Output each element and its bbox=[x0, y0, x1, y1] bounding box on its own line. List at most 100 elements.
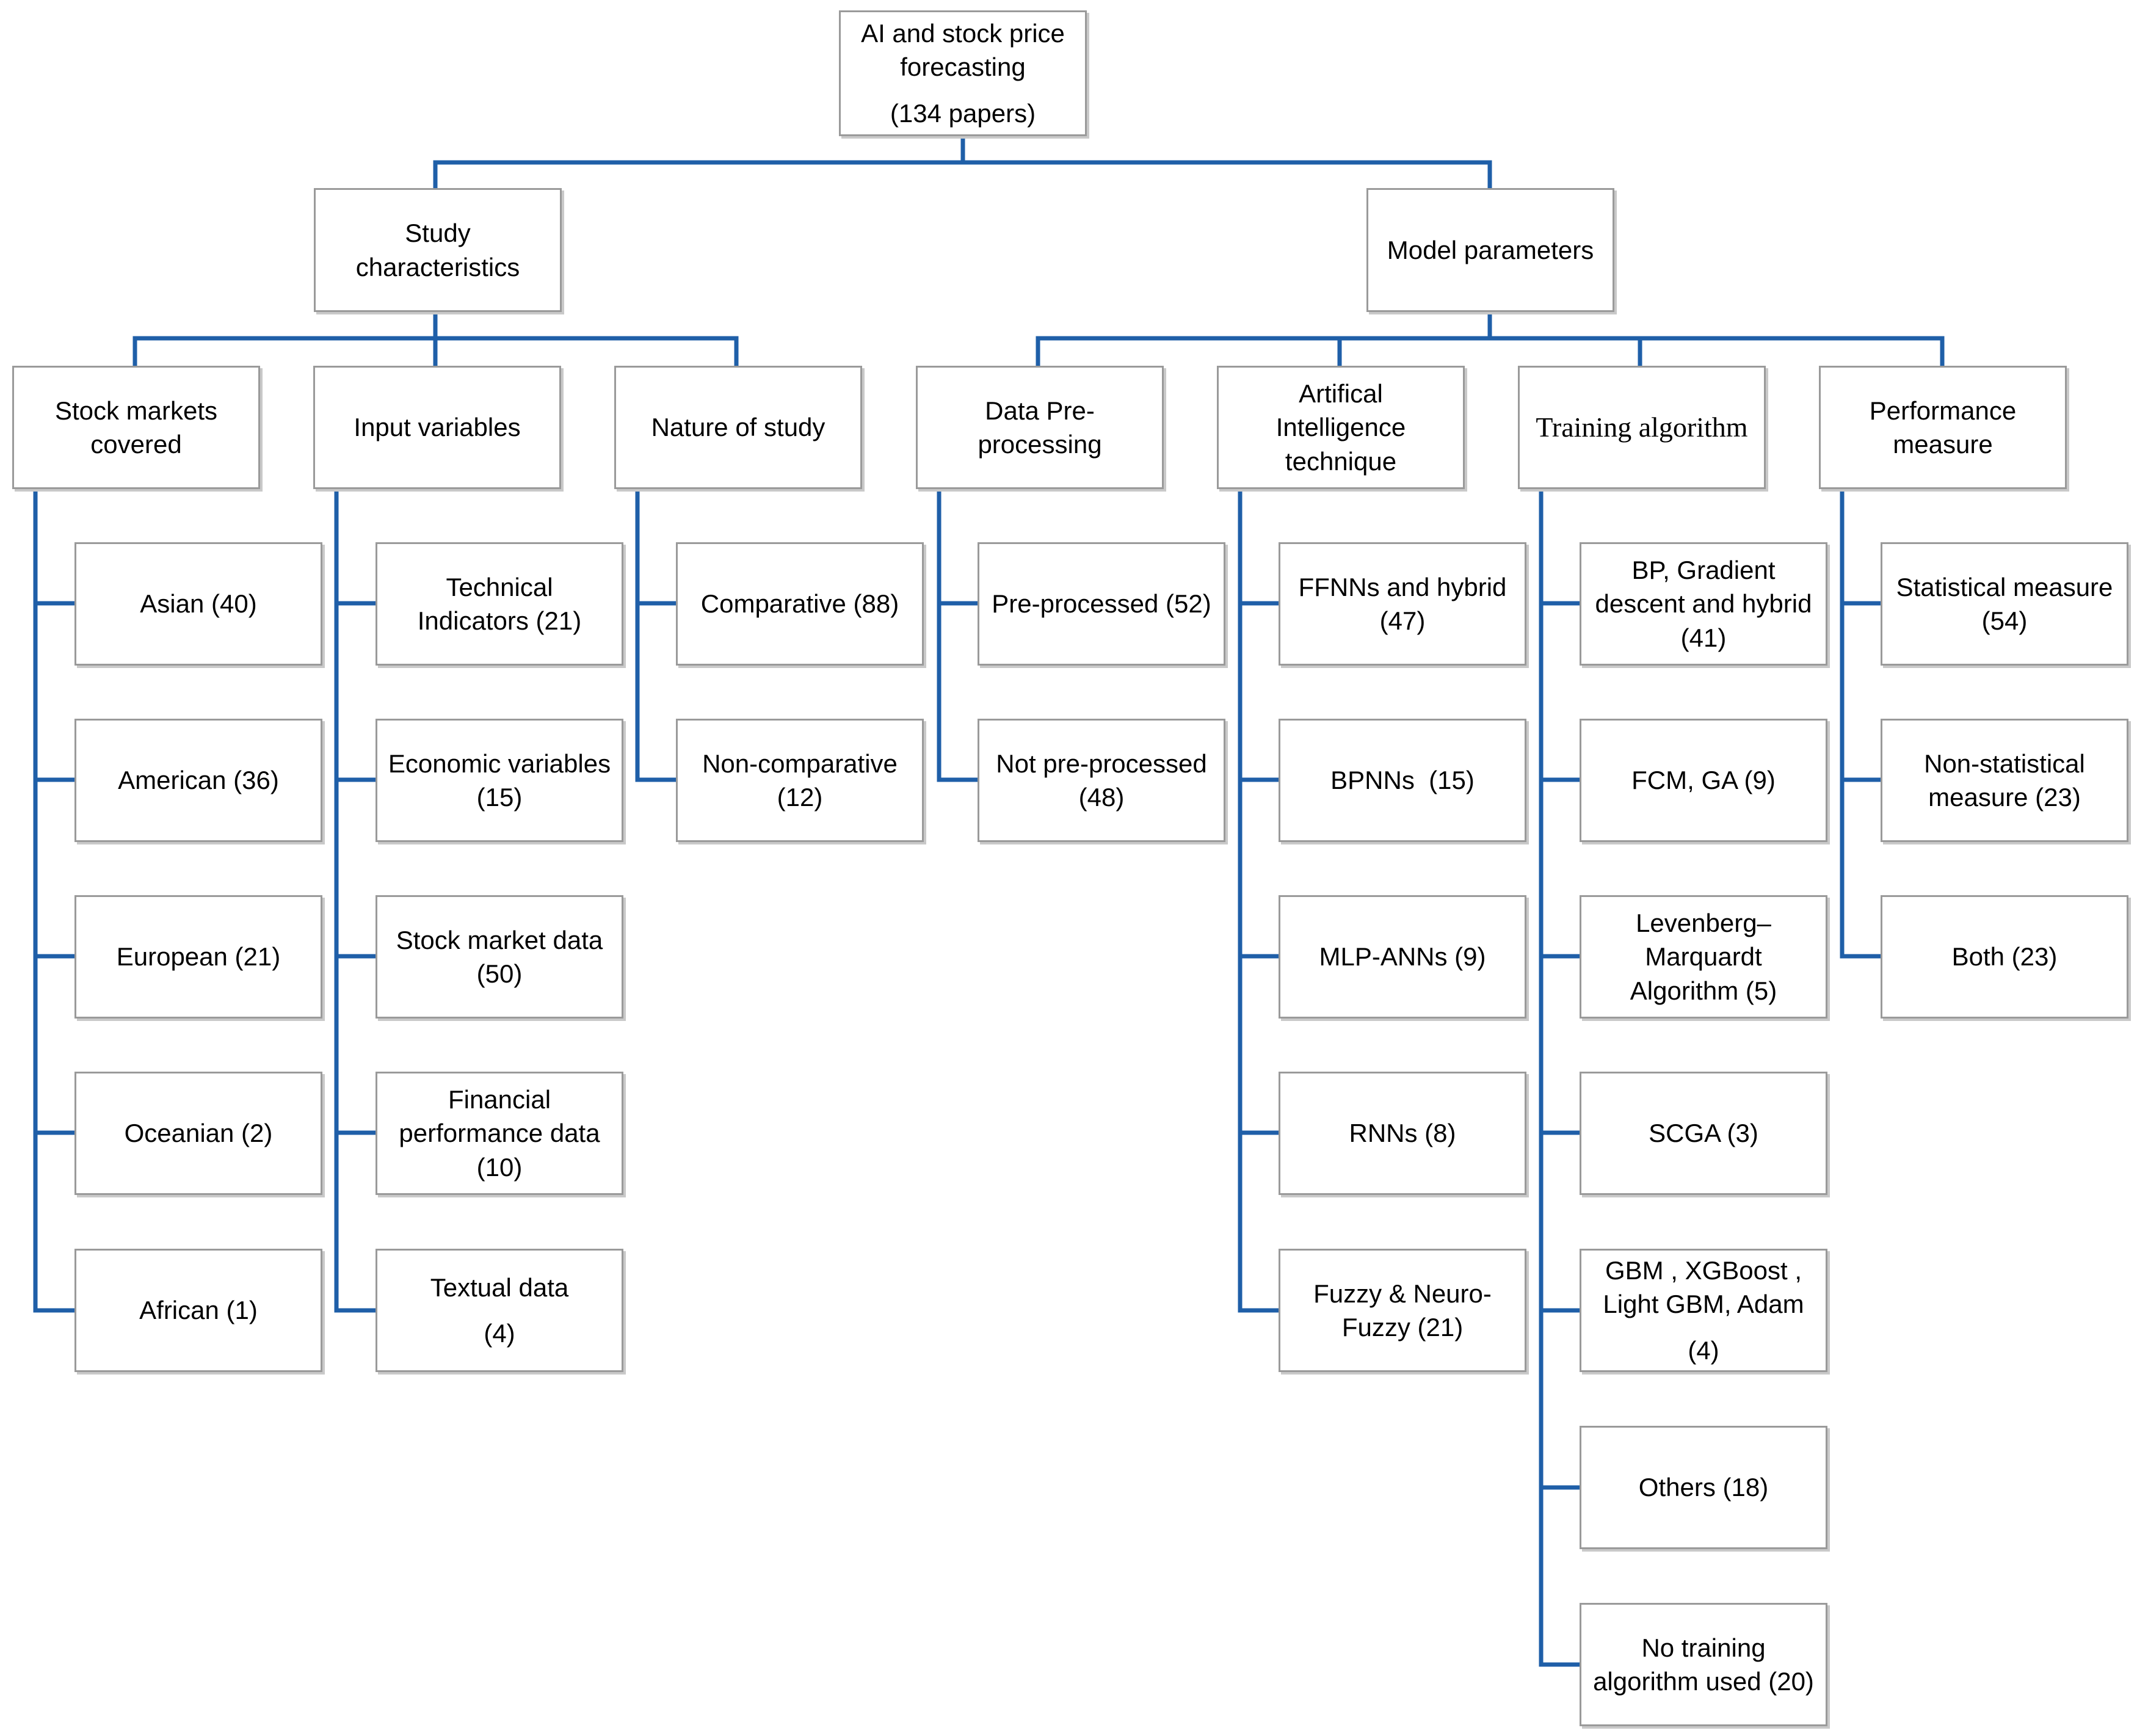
ai-rnns-label: RNNs (8) bbox=[1349, 1119, 1456, 1148]
study-characteristics-node: Study characteristics bbox=[314, 188, 562, 312]
model-parameters-node: Model parameters bbox=[1366, 188, 1614, 312]
training-none-node: No training algorithm used (20) bbox=[1580, 1603, 1827, 1726]
connector-root bbox=[433, 135, 965, 191]
market-american-label: American (36) bbox=[118, 766, 279, 795]
training-levenberg-line-2: Marquardt bbox=[1645, 942, 1762, 972]
market-american-node: American (36) bbox=[74, 719, 322, 842]
market-oceanian-label: Oceanian (2) bbox=[124, 1119, 273, 1148]
performance-non-statistical-line-1: Non-statistical bbox=[1924, 749, 2085, 778]
input-technical-line-1: Technical bbox=[446, 572, 553, 601]
connector-model-right bbox=[1487, 336, 1945, 368]
training-gbm-node: GBM , XGBoost , Light GBM, Adam (4) bbox=[1580, 1249, 1827, 1372]
training-levenberg-line-1: Levenberg– bbox=[1636, 908, 1771, 937]
performance-non-statistical-line-2: measure (23) bbox=[1928, 783, 2081, 812]
training-bp-line-3: (41) bbox=[1680, 623, 1727, 652]
input-textual-line-2: (4) bbox=[484, 1319, 515, 1348]
input-textual-line-1: Textual data bbox=[430, 1273, 569, 1302]
training-levenberg-line-3: Algorithm (5) bbox=[1630, 976, 1777, 1005]
root-line-1: AI and stock price bbox=[861, 18, 1065, 48]
training-fcm-ga-label: FCM, GA (9) bbox=[1631, 766, 1776, 795]
connector-study-right bbox=[433, 336, 739, 368]
market-european-node: European (21) bbox=[74, 895, 322, 1019]
training-none-line-1: No training bbox=[1641, 1633, 1766, 1662]
markets-line-2: covered bbox=[90, 430, 182, 459]
training-others-node: Others (18) bbox=[1580, 1426, 1827, 1549]
input-financial-line-3: (10) bbox=[476, 1152, 523, 1182]
ai-rnns-node: RNNs (8) bbox=[1279, 1072, 1526, 1195]
training-bp-node: BP, Gradient descent and hybrid (41) bbox=[1580, 542, 1827, 666]
preprocessed-node: Pre-processed (52) bbox=[978, 542, 1225, 666]
connector-study bbox=[132, 309, 438, 368]
input-technical-line-2: Indicators (21) bbox=[417, 606, 582, 635]
nature-non-comparative-line-1: Non-comparative bbox=[702, 749, 898, 778]
input-financial-node: Financial performance data (10) bbox=[376, 1072, 623, 1195]
performance-line-2: measure bbox=[1893, 430, 1993, 459]
nature-of-study-node: Nature of study bbox=[614, 366, 862, 489]
performance-statistical-line-2: (54) bbox=[1981, 606, 2028, 635]
input-financial-line-1: Financial bbox=[448, 1084, 551, 1114]
training-scga-label: SCGA (3) bbox=[1649, 1119, 1758, 1148]
root-node: AI and stock price forecasting (134 pape… bbox=[839, 10, 1087, 136]
training-others-label: Others (18) bbox=[1638, 1473, 1769, 1502]
nature-comparative-label: Comparative (88) bbox=[700, 589, 899, 619]
study-line-2: characteristics bbox=[355, 252, 520, 281]
training-bp-line-2: descent and hybrid bbox=[1595, 589, 1812, 619]
training-none-line-2: algorithm used (20) bbox=[1593, 1667, 1814, 1696]
connector-model bbox=[1036, 309, 1492, 368]
ai-bpnns-label: BPNNs (15) bbox=[1330, 766, 1475, 795]
market-oceanian-node: Oceanian (2) bbox=[74, 1072, 322, 1195]
data-preprocessing-node: Data Pre- processing bbox=[916, 366, 1164, 489]
input-economic-line-1: Economic variables bbox=[388, 749, 611, 778]
performance-statistical-line-1: Statistical measure bbox=[1896, 572, 2113, 601]
inputs-line-1: Input variables bbox=[354, 413, 521, 442]
training-line-1: Training algorithm bbox=[1536, 411, 1748, 443]
input-financial-line-2: performance data bbox=[399, 1119, 600, 1148]
input-economic-node: Economic variables (15) bbox=[376, 719, 623, 842]
ai-fuzzy-line-2: Fuzzy (21) bbox=[1341, 1313, 1464, 1342]
input-stock-market-node: Stock market data (50) bbox=[376, 895, 623, 1019]
input-variables-node: Input variables bbox=[313, 366, 561, 489]
not-preprocessed-node: Not pre-processed (48) bbox=[978, 719, 1225, 842]
ai-line-2: Intelligence bbox=[1275, 413, 1406, 442]
performance-both-label: Both (23) bbox=[1951, 942, 2058, 972]
nature-non-comparative-line-2: (12) bbox=[777, 783, 823, 812]
preprocessing-line-2: processing bbox=[978, 430, 1102, 459]
training-levenberg-node: Levenberg– Marquardt Algorithm (5) bbox=[1580, 895, 1827, 1019]
input-textual-node: Textual data (4) bbox=[376, 1249, 623, 1372]
ai-fuzzy-line-1: Fuzzy & Neuro- bbox=[1313, 1279, 1492, 1308]
performance-both-node: Both (23) bbox=[1881, 895, 2128, 1019]
performance-line-1: Performance bbox=[1869, 396, 2017, 425]
input-stock-market-line-2: (50) bbox=[476, 959, 523, 988]
ai-ffnns-node: FFNNs and hybrid (47) bbox=[1279, 542, 1526, 666]
training-scga-node: SCGA (3) bbox=[1580, 1072, 1827, 1195]
ai-mlp-anns-node: MLP-ANNs (9) bbox=[1279, 895, 1526, 1019]
performance-non-statistical-node: Non-statistical measure (23) bbox=[1881, 719, 2128, 842]
not-preprocessed-line-1: Not pre-processed bbox=[996, 749, 1207, 778]
market-african-label: African (1) bbox=[139, 1296, 258, 1325]
ai-ffnns-line-1: FFNNs and hybrid bbox=[1298, 572, 1507, 601]
performance-measure-node: Performance measure bbox=[1819, 366, 2067, 489]
connector-root-right bbox=[960, 160, 1492, 191]
ai-ffnns-line-2: (47) bbox=[1379, 606, 1426, 635]
training-gbm-line-3: (4) bbox=[1688, 1335, 1719, 1365]
performance-statistical-node: Statistical measure (54) bbox=[1881, 542, 2128, 666]
training-gbm-line-2: Light GBM, Adam bbox=[1603, 1290, 1804, 1319]
ai-mlp-anns-label: MLP-ANNs (9) bbox=[1319, 942, 1486, 972]
model-line-1: Model parameters bbox=[1387, 235, 1594, 264]
preprocessing-line-1: Data Pre- bbox=[985, 396, 1095, 425]
ai-technique-node: Artifical Intelligence technique bbox=[1217, 366, 1465, 489]
nature-comparative-node: Comparative (88) bbox=[676, 542, 924, 666]
nature-line-1: Nature of study bbox=[651, 413, 825, 442]
input-technical-node: Technical Indicators (21) bbox=[376, 542, 623, 666]
stock-markets-node: Stock markets covered bbox=[12, 366, 260, 489]
root-line-2: forecasting bbox=[900, 53, 1026, 82]
nature-non-comparative-node: Non-comparative (12) bbox=[676, 719, 924, 842]
markets-line-1: Stock markets bbox=[54, 396, 218, 425]
training-algorithm-node: Training algorithm bbox=[1518, 366, 1766, 489]
ai-line-1: Artifical bbox=[1299, 379, 1383, 408]
ai-bpnns-node: BPNNs (15) bbox=[1279, 719, 1526, 842]
training-gbm-line-1: GBM , XGBoost , bbox=[1605, 1255, 1802, 1285]
study-line-1: Study bbox=[405, 219, 471, 248]
